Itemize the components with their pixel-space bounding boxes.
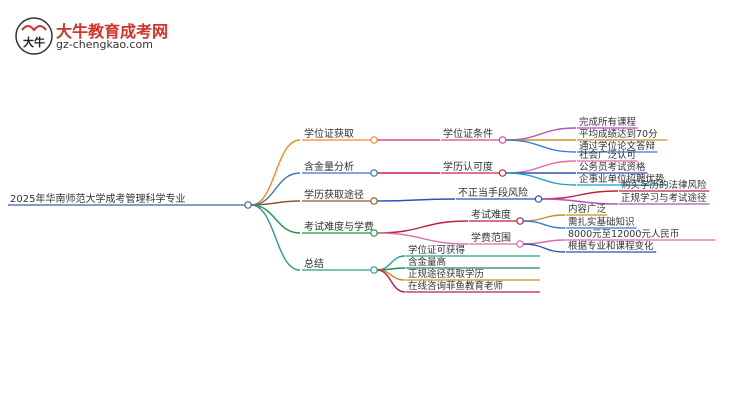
summary-leaf-2[interactable]: 正规途径获取学历	[408, 268, 484, 280]
branch-node-4[interactable]: 总结	[304, 257, 324, 270]
sub-node-3-1[interactable]: 学费范围	[471, 231, 511, 244]
leaf-node-1-0-2[interactable]: 企事业单位招聘优势	[579, 173, 665, 185]
edge-root-branch-3	[250, 204, 301, 234]
leaf-node-0-0-2[interactable]: 通过学位论文答辩	[579, 140, 656, 152]
edge-sub-0-0-leaf-2	[505, 139, 577, 153]
brand-name: 大牛教育成考网	[56, 22, 169, 41]
bull-logo-icon: 大牛	[15, 17, 53, 55]
edge-sub-1-0-leaf-2	[505, 172, 577, 186]
root-node[interactable]: 2025年华南师范大学成考管理科学专业	[10, 192, 185, 205]
leaf-node-3-0-0[interactable]: 内容广泛	[568, 203, 607, 215]
edge-sub-2-0-leaf-0	[541, 190, 619, 200]
root-collapse-handle[interactable]	[244, 201, 252, 209]
brand-url: gz-chengkao.com	[56, 38, 153, 51]
branch-collapse-handle-2[interactable]	[370, 197, 378, 205]
brand-logo[interactable]: 大牛 大牛教育成考网 gz-chengkao.com	[14, 16, 194, 56]
branch-collapse-handle-1[interactable]	[370, 169, 378, 177]
sub-collapse-handle-1-0[interactable]	[498, 169, 507, 177]
sub-collapse-handle-3-1[interactable]	[516, 240, 524, 248]
edge-sub-0-0-leaf-0	[505, 127, 577, 141]
leaf-node-3-0-1[interactable]: 需扎实基础知识	[568, 216, 635, 228]
sub-collapse-handle-3-0[interactable]	[516, 217, 524, 225]
leaf-node-1-0-1[interactable]: 公务员考试资格	[579, 161, 646, 173]
sub-collapse-handle-0-0[interactable]	[498, 136, 507, 144]
branch-collapse-handle-4[interactable]	[370, 266, 378, 274]
sub-node-3-0[interactable]: 考试难度	[471, 208, 511, 221]
edge-root-branch-0	[250, 139, 301, 206]
edge-branch-3-child-1	[376, 232, 469, 245]
branch-node-2[interactable]: 学历获取途径	[304, 188, 364, 201]
branch-node-3[interactable]: 考试难度与学费	[304, 220, 374, 233]
leaf-node-3-1-1[interactable]: 根据专业和课程变化	[568, 240, 654, 252]
sub-node-0-0[interactable]: 学位证条件	[443, 127, 493, 140]
mindmap-edges	[250, 127, 619, 293]
edge-branch-3-child-0	[376, 220, 469, 234]
summary-leaf-0[interactable]: 学位证可获得	[408, 244, 466, 256]
mindmap-nodes: 2025年华南师范大学成考管理科学专业 学位证获取 学位证条件 完成所有课程平均成绩达…	[8, 116, 715, 293]
logo-glyph: 大牛	[23, 35, 45, 49]
edge-sub-3-0-leaf-1	[522, 220, 566, 229]
leaf-node-2-0-0[interactable]: 购买学历的法律风险	[621, 179, 707, 191]
leaf-node-3-1-0[interactable]: 8000元至12000元人民币	[568, 229, 679, 240]
edge-root-branch-4	[250, 204, 301, 271]
sub-node-2-0[interactable]: 不正当手段风险	[458, 186, 528, 199]
edge-branch-4-leaf-3	[376, 269, 406, 293]
branch-collapse-handle-3[interactable]	[370, 229, 378, 237]
leaf-node-0-0-1[interactable]: 平均成绩达到70分	[579, 128, 658, 140]
edge-sub-1-0-leaf-0	[505, 160, 577, 174]
sub-collapse-handle-2-0[interactable]	[534, 195, 543, 203]
leaf-node-0-0-0[interactable]: 完成所有课程	[579, 116, 637, 128]
branch-collapse-handle-0[interactable]	[370, 136, 378, 144]
edge-branch-2-child-0	[376, 198, 456, 202]
sub-node-1-0[interactable]: 学历认可度	[443, 160, 493, 173]
branch-node-1[interactable]: 含金量分析	[304, 160, 354, 173]
summary-leaf-3[interactable]: 在线咨询菲鱼教育老师	[408, 280, 503, 292]
branch-node-0[interactable]: 学位证获取	[304, 127, 354, 140]
edge-sub-3-0-leaf-0	[522, 214, 566, 222]
edge-root-branch-1	[250, 172, 301, 206]
summary-leaf-1[interactable]: 含金量高	[408, 256, 446, 268]
edge-sub-3-1-leaf-1	[522, 243, 566, 253]
leaf-node-2-0-1[interactable]: 正规学习与考试途径	[621, 192, 707, 204]
edge-sub-2-0-leaf-1	[541, 198, 619, 205]
leaf-node-1-0-0[interactable]: 社会广泛认可	[579, 149, 636, 161]
edge-sub-3-1-leaf-0	[522, 239, 566, 245]
